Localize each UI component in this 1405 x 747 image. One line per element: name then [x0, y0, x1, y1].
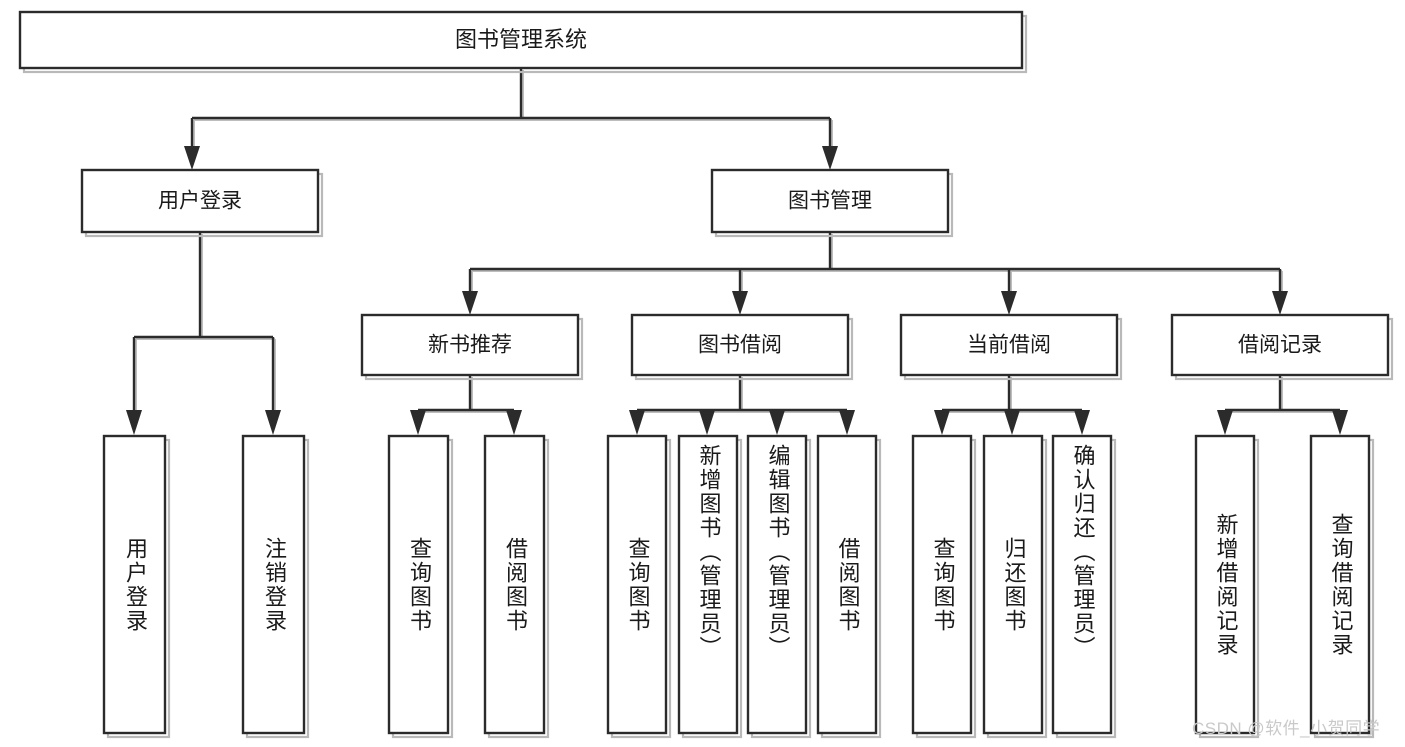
node-leaf-logout-login[interactable] — [241, 434, 310, 739]
node-leaf-query-book-current[interactable] — [911, 434, 977, 739]
arrow-head-icon — [506, 410, 522, 435]
node-leaf-edit-book-admin[interactable] — [746, 434, 812, 739]
node-book-borrow[interactable]: 图书借阅 — [630, 313, 854, 381]
arrow-head-icon — [265, 410, 281, 435]
node-leaf-borrow-book[interactable] — [816, 434, 882, 739]
node-current-borrow[interactable]: 当前借阅 — [899, 313, 1123, 381]
node-root[interactable]: 图书管理系统 — [18, 10, 1028, 74]
node-leaf-add-book-admin[interactable] — [677, 434, 743, 739]
arrow-head-icon — [126, 410, 142, 435]
connector-bookmgmt-to-level3 — [462, 232, 1288, 315]
node-leaf-query-book-recommend[interactable] — [387, 434, 454, 739]
node-user-login[interactable]: 用户登录 — [80, 168, 324, 238]
arrow-head-icon — [462, 291, 478, 315]
node-leaf-user-login[interactable] — [102, 434, 171, 739]
node-borrow-records-label: 借阅记录 — [1238, 334, 1322, 357]
node-new-book-recommend-label: 新书推荐 — [428, 334, 512, 357]
node-root-label: 图书管理系统 — [455, 27, 587, 52]
connector-userlogin-to-leaves — [126, 232, 281, 435]
arrow-head-icon — [1217, 410, 1233, 435]
arrow-head-icon — [839, 410, 855, 435]
node-leaf-query-book-borrow[interactable] — [606, 434, 672, 739]
node-leaf-query-borrow-record[interactable] — [1309, 434, 1375, 739]
connector-borrowrecords-to-leaves — [1217, 375, 1348, 435]
arrow-head-icon — [1272, 291, 1288, 315]
node-new-book-recommend[interactable]: 新书推荐 — [360, 313, 584, 381]
arrow-head-icon — [822, 146, 838, 170]
arrow-head-icon — [699, 410, 715, 435]
node-book-management[interactable]: 图书管理 — [710, 168, 954, 238]
connector-newbook-to-leaves — [410, 375, 522, 435]
connector-bookborrow-to-leaves — [629, 375, 855, 435]
arrow-head-icon — [769, 410, 785, 435]
arrow-head-icon — [184, 146, 200, 170]
arrow-head-icon — [732, 291, 748, 315]
node-book-borrow-label: 图书借阅 — [698, 334, 782, 357]
node-leaf-add-borrow-record[interactable] — [1194, 434, 1260, 739]
arrow-head-icon — [1332, 410, 1348, 435]
arrow-head-icon — [1004, 410, 1020, 435]
node-leaf-return-book[interactable] — [982, 434, 1048, 739]
arrow-head-icon — [1001, 291, 1017, 315]
arrow-head-icon — [410, 410, 426, 435]
node-user-login-label: 用户登录 — [158, 190, 242, 213]
node-leaf-confirm-return-admin[interactable] — [1051, 434, 1117, 739]
connector-root-to-level2 — [184, 68, 838, 170]
leaf-boxes — [102, 434, 1375, 739]
node-leaf-borrow-book-recommend[interactable] — [483, 434, 550, 739]
node-borrow-records[interactable]: 借阅记录 — [1170, 313, 1394, 381]
watermark-text: CSDN @软件_小贺同学 — [1192, 719, 1381, 738]
arrow-head-icon — [629, 410, 645, 435]
arrow-head-icon — [934, 410, 950, 435]
node-book-management-label: 图书管理 — [788, 190, 872, 213]
connector-currentborrow-to-leaves — [934, 375, 1090, 435]
arrow-head-icon — [1074, 410, 1090, 435]
node-current-borrow-label: 当前借阅 — [967, 334, 1051, 357]
